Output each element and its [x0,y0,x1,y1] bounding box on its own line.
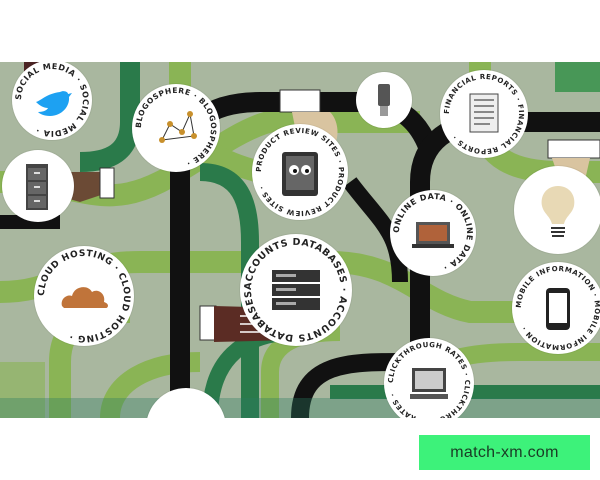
svg-text:ANALYTICS · WORKFORCE ·: ANALYTICS · WORKFORCE · [143,382,219,418]
badge-online-data: ONLINE DATA · ONLINE DATA · [390,190,476,276]
computer-icon: CLICKTHROUGH RATES · CLICKTHROUGH RATES … [387,341,471,418]
cloud-icon: CLOUD HOSTING · CLOUD HOSTING · [37,249,131,343]
watermark-label: match-xm.com [419,435,590,470]
badge-social-media: SOCIAL MEDIA · SOCIAL MEDIA · [12,62,92,140]
server-stack-icon: ACCOUNTS DATABASES · ACCOUNTS DATABASES … [238,226,349,343]
badge-usb [356,72,412,128]
badge-blogosphere: BLOGOSPHERE · BLOGOSPHERE · [132,84,220,172]
twitter-bird-icon: SOCIAL MEDIA · SOCIAL MEDIA · [14,62,90,138]
badge-clickthrough-rates: CLICKTHROUGH RATES · CLICKTHROUGH RATES … [384,338,474,418]
badge-cloud-hosting: CLOUD HOSTING · CLOUD HOSTING · [34,246,134,346]
svg-text:BLOGOSPHERE · BLOGOSPHERE ·: BLOGOSPHERE · BLOGOSPHERE · [134,86,218,168]
badge-mobile-information: MOBILE INFORMATION · MOBILE INFORMATION … [512,262,600,354]
network-nodes-icon: BLOGOSPHERE · BLOGOSPHERE · [134,86,218,168]
usb-drive-icon [378,84,390,116]
light-bulb-icon [541,186,575,237]
badge-workforce-analytics: ANALYTICS · WORKFORCE · [143,382,226,418]
badge-product-review-sites: PRODUCT REVIEW SITES · PRODUCT REVIEW SI… [252,124,348,220]
workforce-label: ANALYTICS · WORKFORCE · [143,382,219,418]
tablet-icon: PRODUCT REVIEW SITES · PRODUCT REVIEW SI… [255,127,345,217]
data-sources-illustration: SOCIAL MEDIA · SOCIAL MEDIA · BLOGOSPHER… [0,62,600,418]
badge-accounts-databases: ACCOUNTS DATABASES · ACCOUNTS DATABASES … [238,226,352,346]
badge-file-cabinet [2,150,74,222]
smartphone-icon: MOBILE INFORMATION · MOBILE INFORMATION … [515,265,600,351]
file-cabinet-icon [26,164,48,210]
analytics-icon: ANALYTICS · WORKFORCE · [143,382,219,418]
blogosphere-label: BLOGOSPHERE · BLOGOSPHERE · [134,86,218,168]
badge-financial-reports: FINANCIAL REPORTS · FINANCIAL REPORTS · [440,70,528,158]
laptop-icon: ONLINE DATA · ONLINE DATA · [392,192,474,272]
report-document-icon: FINANCIAL REPORTS · FINANCIAL REPORTS · [443,73,525,155]
badge-light-bulb [514,166,600,254]
